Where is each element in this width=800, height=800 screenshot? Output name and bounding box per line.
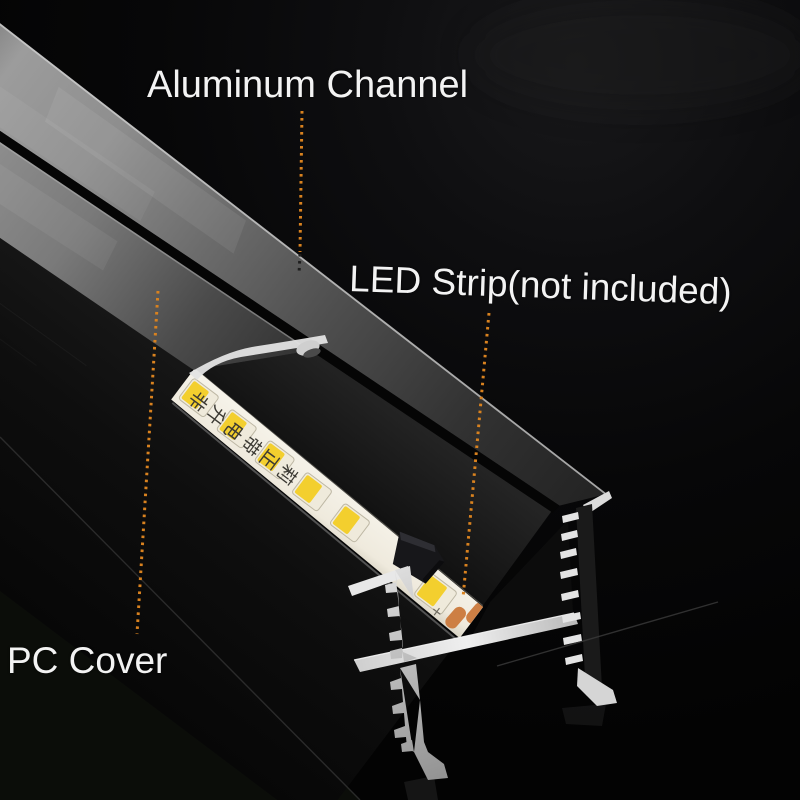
cut-cross-section xyxy=(348,491,617,800)
led-chip xyxy=(292,472,332,512)
channel-interior xyxy=(194,350,552,608)
leader-line-pc-cover xyxy=(135,290,160,635)
left-fin-wall xyxy=(385,566,417,662)
label-pc-cover: PC Cover xyxy=(7,640,168,681)
left-leg-reflection xyxy=(404,776,438,800)
cover-specular-streak xyxy=(0,120,118,271)
led-chip xyxy=(178,378,219,418)
background-glow xyxy=(470,0,800,110)
aluminum-profile: 非 升 电 带 正 莉 + xyxy=(0,0,608,800)
cut-interior-shadow xyxy=(468,520,573,643)
front-face-streak xyxy=(0,155,87,367)
flange-specular-streak xyxy=(45,86,246,254)
led-chip xyxy=(329,503,370,543)
led-chip xyxy=(414,572,457,615)
led-chip xyxy=(254,440,295,480)
floor-reflection-line xyxy=(496,601,719,667)
mounting-clip-shadow xyxy=(303,348,321,358)
right-foot-reflection xyxy=(562,704,606,726)
label-aluminum-channel: Aluminum Channel xyxy=(147,64,469,106)
profile-front-face xyxy=(0,103,459,800)
right-wall-column xyxy=(576,504,602,696)
flange-specular-streak xyxy=(0,73,155,222)
leader-line-aluminum-channel xyxy=(298,110,304,253)
floor-edge-line xyxy=(0,436,361,800)
led-chip xyxy=(216,409,257,449)
left-wing-cut-face xyxy=(348,566,411,596)
right-foot xyxy=(577,668,617,706)
opening-front-edge xyxy=(171,402,458,641)
left-leg-fins xyxy=(390,664,448,780)
cover-groove xyxy=(0,36,560,513)
pc-cover-surface xyxy=(0,43,311,370)
cover-top-highlight xyxy=(0,43,308,350)
right-fin-blades xyxy=(560,512,583,665)
flange-back-edge-highlight xyxy=(0,0,606,495)
channel-top-flange xyxy=(0,0,608,506)
cover-end-lip xyxy=(189,335,328,380)
solder-pads xyxy=(445,602,487,629)
leader-line-led-strip xyxy=(461,312,491,599)
